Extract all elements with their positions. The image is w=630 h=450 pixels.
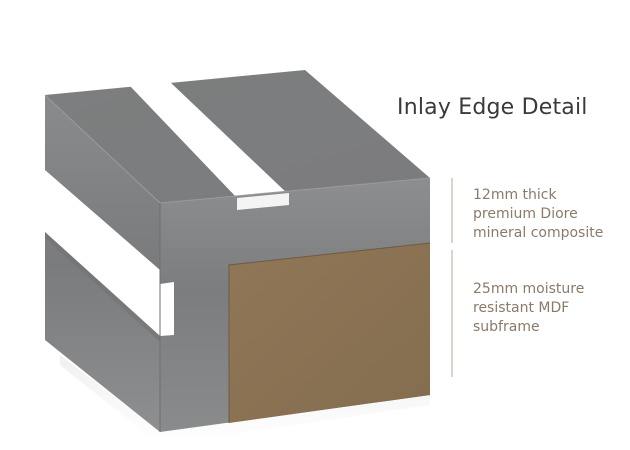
annotation-mdf-line-3: subframe bbox=[473, 319, 540, 335]
inlay-notch-front bbox=[237, 193, 289, 210]
annotation-composite-line-1: 12mm thick bbox=[473, 187, 557, 203]
annotation-mdf-line-2: resistant MDF bbox=[473, 300, 570, 316]
annotation-mdf: 25mm moisture resistant MDF subframe bbox=[473, 280, 623, 337]
mdf-edge-line bbox=[228, 242, 431, 423]
diagram-title: Inlay Edge Detail bbox=[397, 95, 588, 120]
mdf-subframe-face bbox=[229, 243, 430, 423]
inlay-notch-side bbox=[160, 282, 174, 336]
annotation-composite-line-2: premium Diore bbox=[473, 206, 578, 222]
annotation-composite-line-3: mineral composite bbox=[473, 225, 604, 241]
annotation-mdf-line-1: 25mm moisture bbox=[473, 281, 585, 297]
annotation-composite: 12mm thick premium Diore mineral composi… bbox=[473, 186, 623, 243]
inlay-strip-side-shade bbox=[45, 232, 160, 342]
composite-top-face bbox=[45, 70, 430, 203]
inlay-strip-top bbox=[130, 82, 289, 210]
inlay-strip-side bbox=[45, 170, 160, 336]
floor-shadow bbox=[60, 355, 430, 445]
